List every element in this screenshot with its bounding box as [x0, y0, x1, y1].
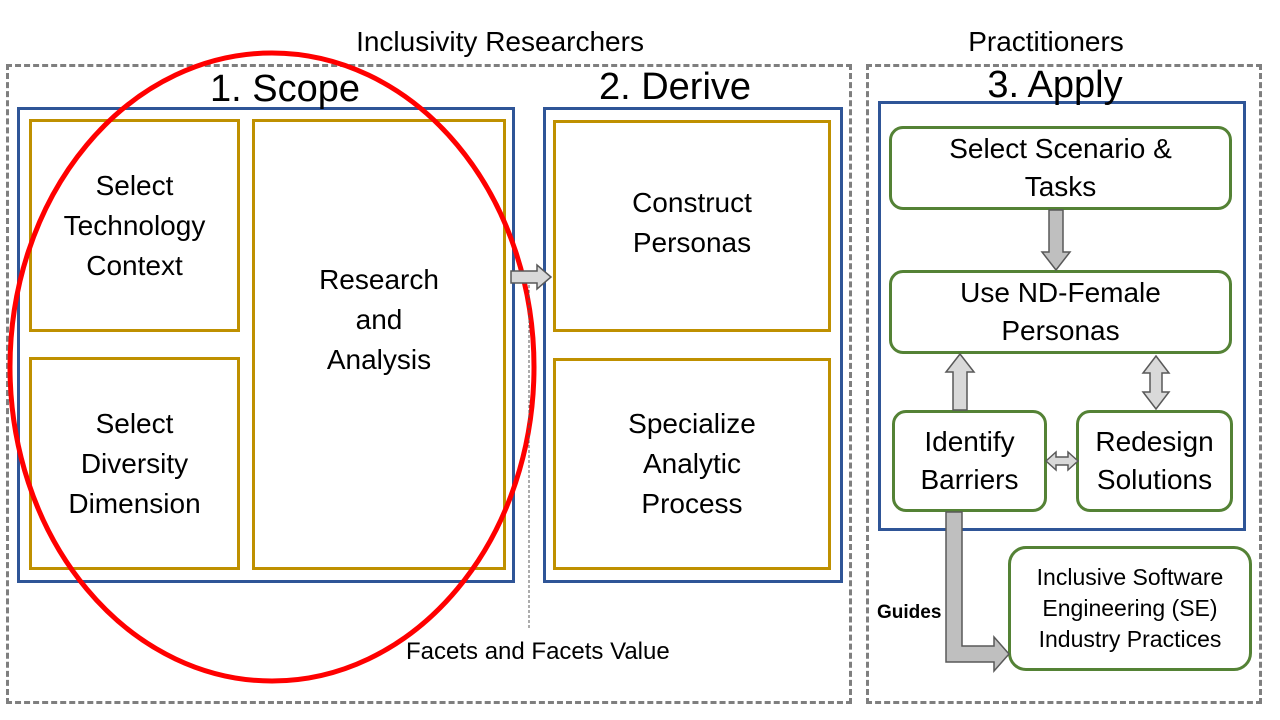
- practitioners-group: [866, 64, 1262, 704]
- scope-to-derive-arrow: [510, 263, 553, 291]
- practitioners-group-label: Practitioners: [968, 26, 1124, 57]
- construct-personas-text: Construct Personas: [632, 187, 752, 258]
- inclusive-se-text: Inclusive Software Engineering (SE) Indu…: [1036, 564, 1224, 652]
- select-scenario-box: Select Scenario & Tasks: [889, 126, 1232, 210]
- identify-barriers-box: Identify Barriers: [892, 410, 1047, 512]
- barriers-redesign-arrow: [1044, 450, 1080, 472]
- scope-highlight-ellipse: [7, 50, 537, 684]
- researchers-group: [6, 64, 852, 704]
- personas-redesign-arrow: [1141, 354, 1171, 411]
- select-technology-box: Select Technology Context: [29, 119, 240, 332]
- specialize-process-box: Specialize Analytic Process: [553, 358, 831, 570]
- select-technology-text: Select Technology Context: [63, 169, 206, 281]
- inclusive-se-box: Inclusive Software Engineering (SE) Indu…: [1008, 546, 1252, 671]
- redesign-solutions-box: Redesign Solutions: [1076, 410, 1233, 512]
- apply-stage: [878, 101, 1246, 531]
- construct-personas-box: Construct Personas: [553, 120, 831, 332]
- derive-title: 2. Derive: [598, 66, 752, 108]
- specialize-process-text: Specialize Analytic Process: [628, 408, 756, 519]
- researchers-group-label: Inclusivity Researchers: [356, 26, 644, 57]
- use-personas-text: Use ND-Female Personas: [960, 277, 1161, 346]
- redesign-solutions-text: Redesign Solutions: [1095, 426, 1214, 495]
- guides-label: Guides: [877, 602, 942, 623]
- scope-title: 1. Scope: [210, 68, 360, 110]
- scope-stage: [17, 107, 515, 583]
- identify-barriers-text: Identify Barriers: [920, 426, 1019, 495]
- research-analysis-box: Research and Analysis: [252, 119, 506, 570]
- select-diversity-text: Select Diversity Dimension: [68, 407, 201, 519]
- select-diversity-box: Select Diversity Dimension: [29, 357, 240, 570]
- barriers-to-personas-arrow: [944, 352, 976, 411]
- apply-title: 3. Apply: [987, 64, 1123, 106]
- use-personas-box: Use ND-Female Personas: [889, 270, 1232, 354]
- scenario-to-personas-arrow: [1040, 209, 1072, 272]
- select-scenario-text: Select Scenario & Tasks: [949, 133, 1172, 202]
- facets-label: Facets and Facets Value: [406, 638, 670, 665]
- research-analysis-text: Research and Analysis: [319, 264, 439, 375]
- guides-arrow: [945, 511, 1011, 673]
- derive-stage: [543, 107, 843, 583]
